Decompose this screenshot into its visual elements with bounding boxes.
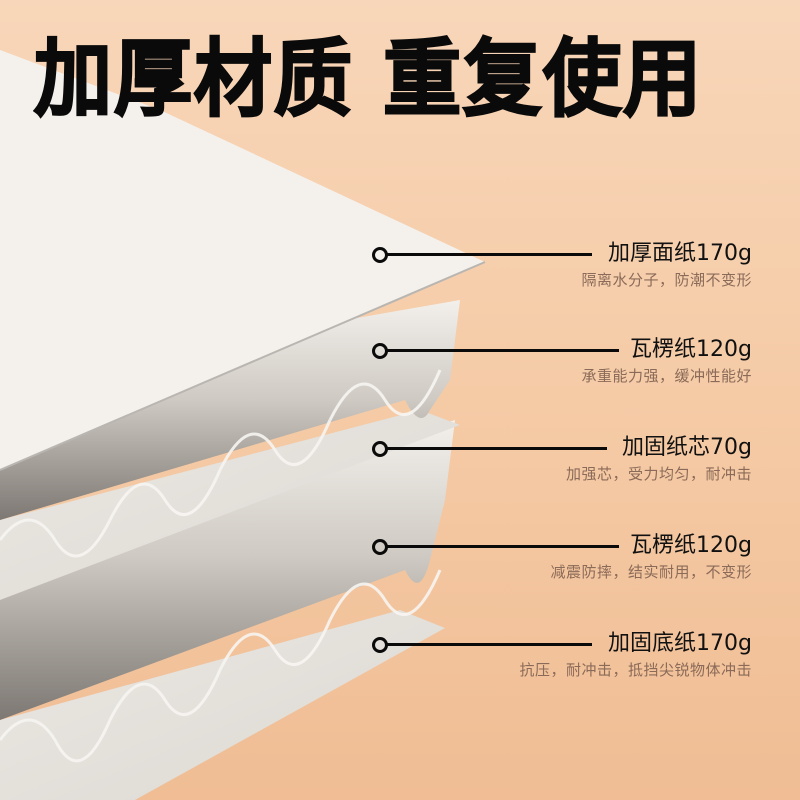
bottom-liner-sheet xyxy=(0,610,445,800)
callout-description: 减震防摔，结实耐用，不变形 xyxy=(550,563,752,581)
leader-line xyxy=(387,447,607,450)
marker-circle-icon xyxy=(372,247,388,263)
callout-description: 隔离水分子，防潮不变形 xyxy=(581,271,752,289)
callout-title: 瓦楞纸120g xyxy=(630,533,752,558)
callout-description: 加强芯，受力均匀，耐冲击 xyxy=(565,465,752,483)
upper-flute-layer xyxy=(0,300,460,520)
callout-corrugated-upper: 瓦楞纸120g 承重能力强，缓冲性能好 xyxy=(372,337,752,403)
leader-line xyxy=(387,643,592,646)
top-face-sheet xyxy=(0,50,485,470)
callout-title: 瓦楞纸120g xyxy=(630,337,752,362)
leader-line xyxy=(387,545,619,548)
marker-circle-icon xyxy=(372,343,388,359)
marker-circle-icon xyxy=(372,637,388,653)
callout-core: 加固纸芯70g 加强芯，受力均匀，耐冲击 xyxy=(372,435,752,501)
callout-title: 加厚面纸170g xyxy=(608,241,752,266)
callout-face-liner: 加厚面纸170g 隔离水分子，防潮不变形 xyxy=(372,241,752,307)
callout-title: 加固纸芯70g xyxy=(622,435,752,460)
marker-circle-icon xyxy=(372,441,388,457)
marker-circle-icon xyxy=(372,539,388,555)
leader-line xyxy=(387,349,619,352)
callout-description: 抗压，耐冲击，抵挡尖锐物体冲击 xyxy=(519,661,752,679)
callout-title: 加固底纸170g xyxy=(608,631,752,656)
callout-bottom-liner: 加固底纸170g 抗压，耐冲击，抵挡尖锐物体冲击 xyxy=(372,631,752,697)
page-title: 加厚材质 重复使用 xyxy=(33,31,704,129)
lower-flute-layer xyxy=(0,420,455,720)
callout-description: 承重能力强，缓冲性能好 xyxy=(581,367,752,385)
core-sheet xyxy=(0,410,460,600)
callout-corrugated-lower: 瓦楞纸120g 减震防摔，结实耐用，不变形 xyxy=(372,533,752,599)
leader-line xyxy=(387,253,592,256)
